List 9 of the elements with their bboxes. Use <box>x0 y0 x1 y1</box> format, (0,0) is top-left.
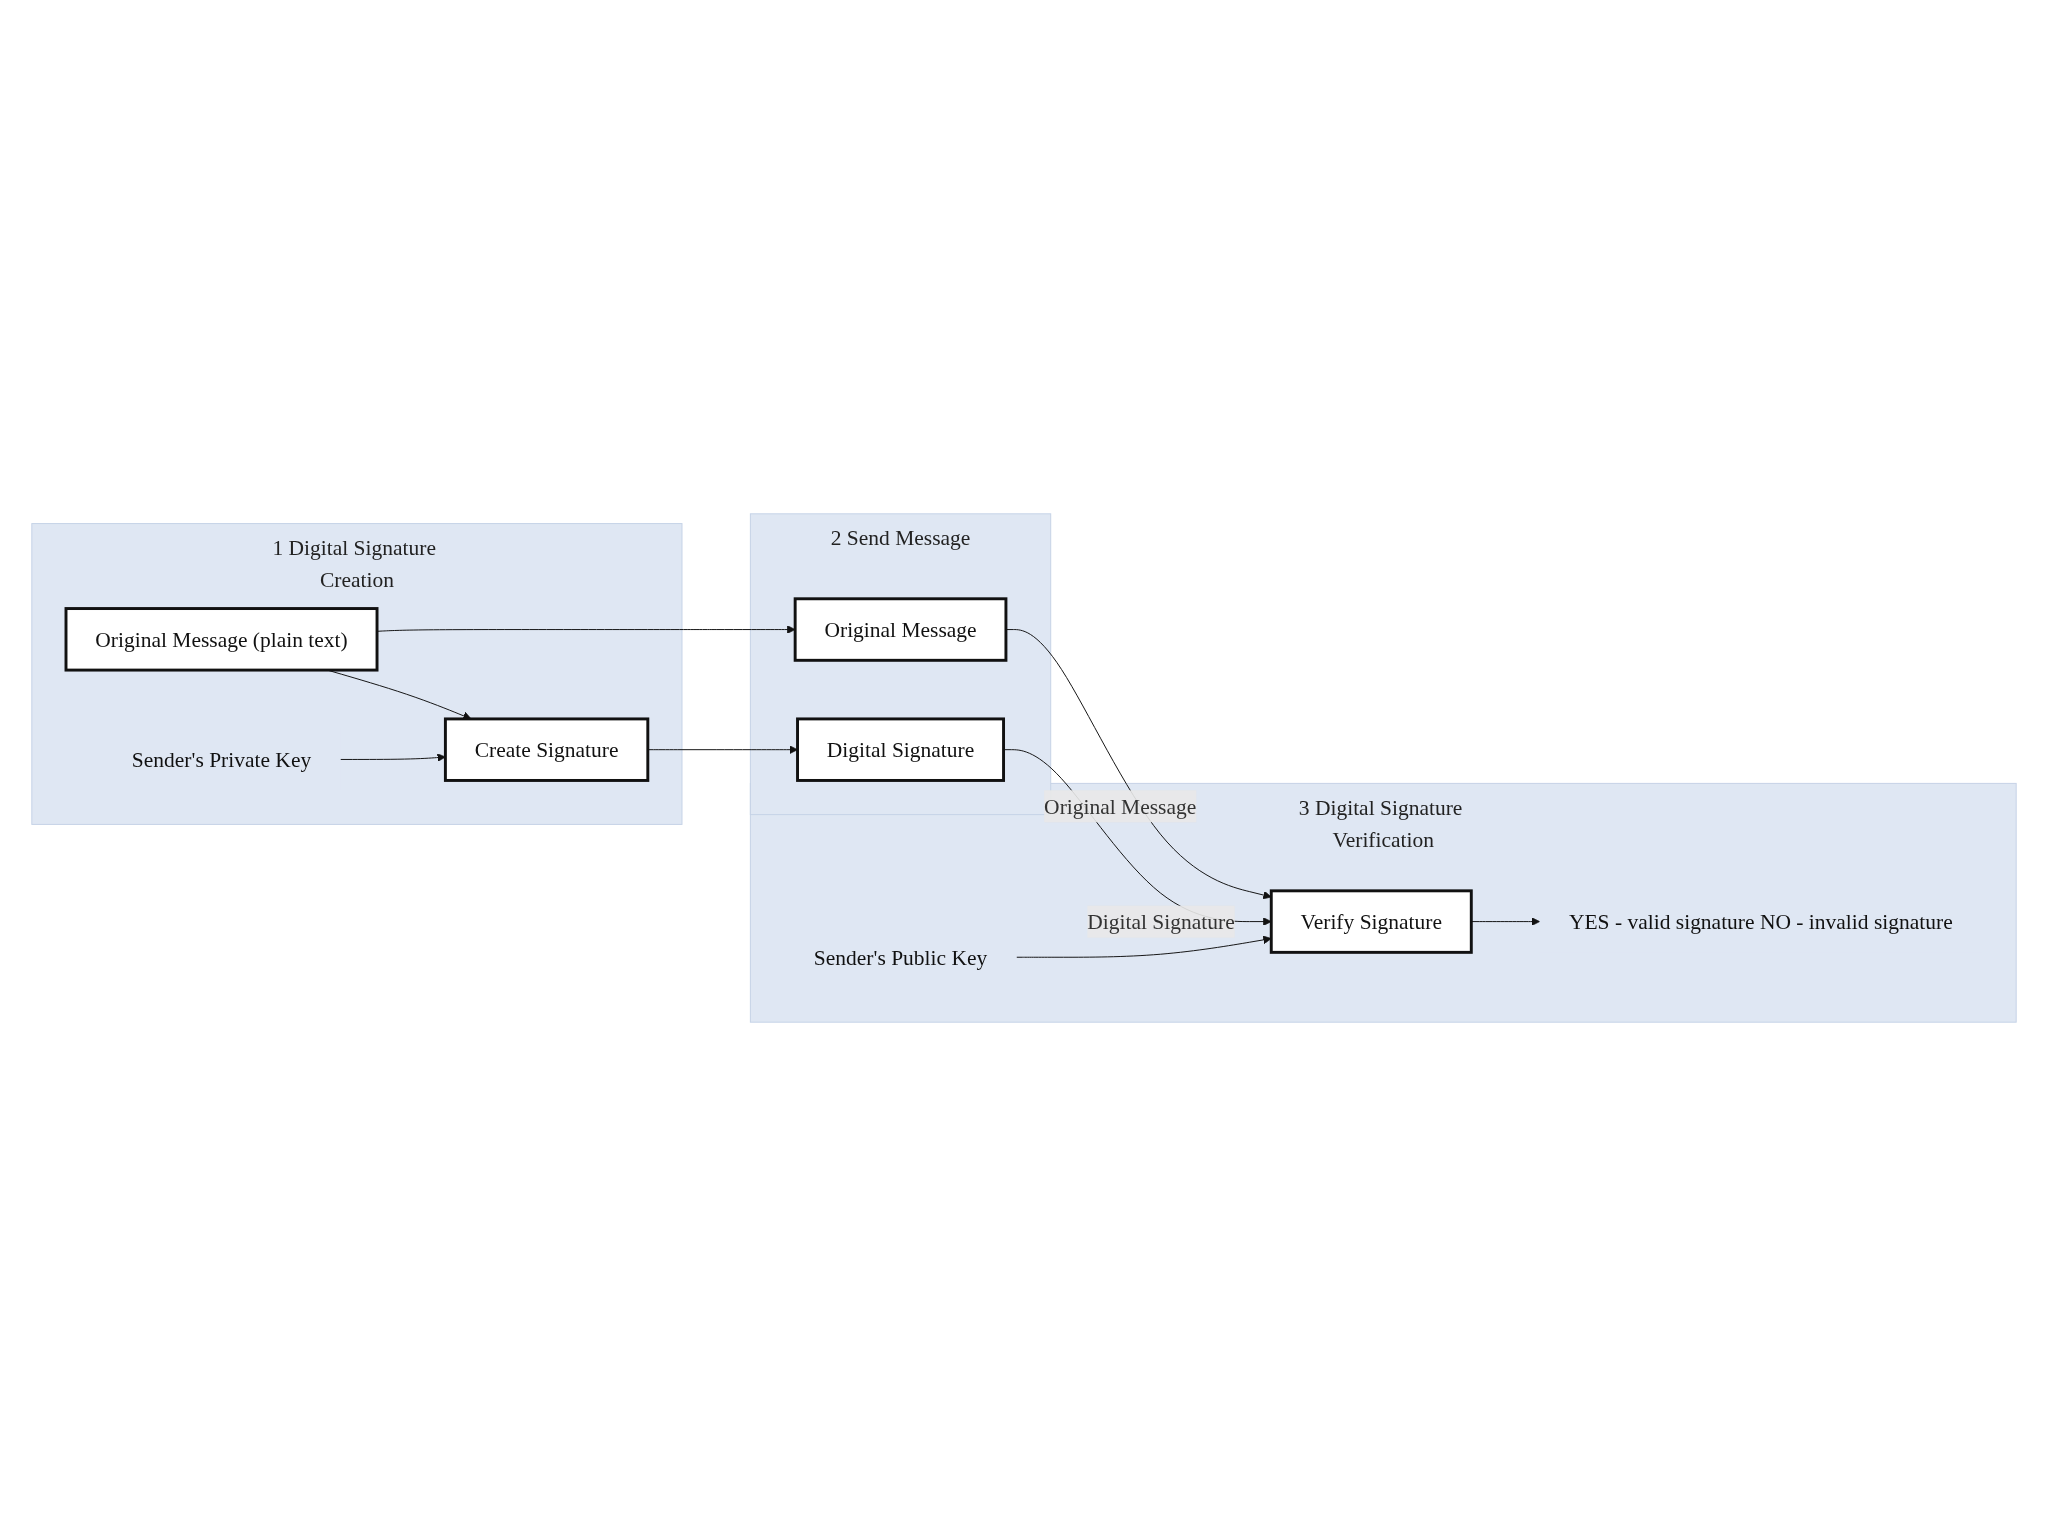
node-box: Create Signature <box>443 717 650 782</box>
node-text: Sender's Private Key <box>131 747 312 772</box>
node-box: Verify Signature <box>1269 889 1473 954</box>
node-box: Original Message (plain text) <box>64 607 379 672</box>
node-text: YES - valid signature NO - invalid signature <box>1568 909 1953 934</box>
node-box: Original Message <box>793 597 1008 662</box>
node-box: Digital Signature <box>796 717 1005 782</box>
edge-label: Digital Signature <box>1087 909 1235 934</box>
node-text: Sender's Public Key <box>813 945 988 970</box>
